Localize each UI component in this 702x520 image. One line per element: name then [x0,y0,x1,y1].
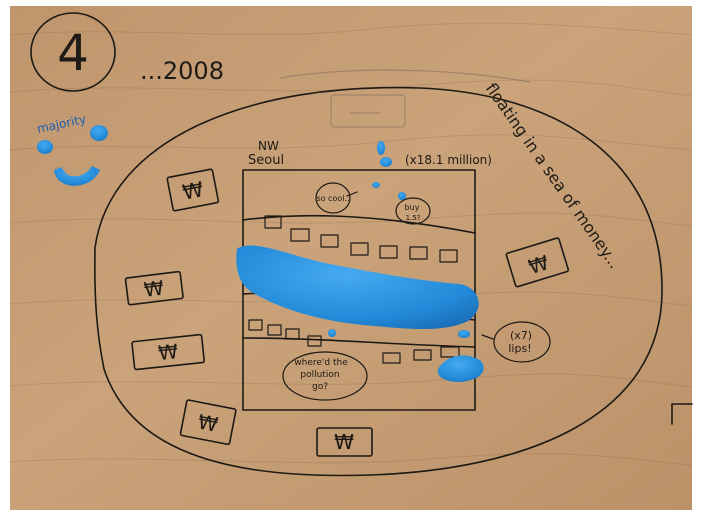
svg-text:pollution: pollution [300,370,339,380]
svg-text:where'd the: where'd the [294,358,348,368]
svg-text:1.5?: 1.5? [406,214,421,222]
faint-erased-marks [279,69,531,128]
outer-society-circle [94,86,663,477]
population-note: (x18.1 million) [405,153,492,167]
svg-text:go?: go? [312,382,328,392]
svg-text:₩: ₩ [196,410,220,437]
svg-text:₩: ₩ [181,177,206,205]
small-buildings [248,215,460,364]
year-label: ...2008 [140,57,224,85]
speech-bubbles: so cool.. buy 1.5? where'd the pollution… [282,182,551,401]
won-notes: ₩ ₩ ₩ ₩ ₩ ₩ [124,168,570,457]
page-number: 4 [57,24,89,82]
svg-text:lips!: lips! [508,342,531,355]
clay-smile-figure [37,125,108,186]
svg-text:buy: buy [405,203,420,212]
page-number-badge: 4 [30,12,116,92]
svg-text:(x7): (x7) [510,329,532,342]
svg-text:₩: ₩ [334,430,354,454]
place-label-line1: NW [258,139,279,153]
place-label-line2: Seoul [248,153,284,168]
seoul-frame [242,169,476,411]
svg-text:so cool..: so cool.. [316,194,349,203]
svg-text:₩: ₩ [143,276,166,302]
svg-text:₩: ₩ [157,339,179,365]
edge-mark [671,403,693,425]
blue-playdough-river [236,141,484,382]
